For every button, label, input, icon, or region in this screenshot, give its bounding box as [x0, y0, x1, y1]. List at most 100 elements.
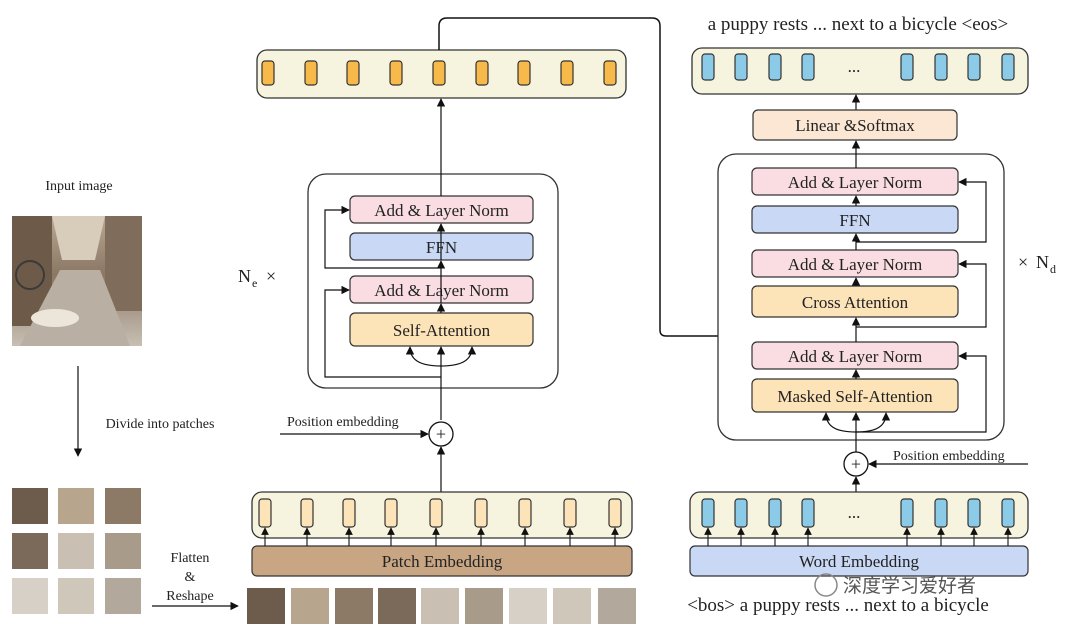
image-patch: [58, 488, 94, 524]
decoder-plus-sign: +: [851, 454, 861, 474]
decoder-output-ellipsis: ...: [848, 57, 861, 76]
flattened-patch: [421, 588, 459, 624]
decoder-output-token: [701, 53, 715, 81]
patch-embedding: Patch Embedding: [251, 545, 633, 577]
patch-embedding-label: Patch Embedding: [382, 552, 503, 571]
decoder-add-circle: [843, 451, 869, 477]
decoder-position-embedding-label: Position embedding: [893, 449, 1005, 464]
word-token-ellipsis: ...: [848, 503, 861, 522]
image-patch: [58, 533, 94, 569]
image-patch: [105, 533, 141, 569]
encoder-output-token: [346, 60, 360, 86]
encoder-add-norm-top-label: Add & Layer Norm: [374, 201, 509, 220]
divide-label: Divide into patches: [106, 417, 215, 432]
word-token: [801, 498, 815, 528]
encoder-add-norm-top: Add & Layer Norm: [349, 195, 534, 224]
patch-token: [518, 498, 532, 528]
patch-token: [563, 498, 577, 528]
flattened-patch: [553, 588, 591, 624]
encoder-internal-arrows: [324, 98, 477, 420]
decoder-repeat-n: N: [1036, 252, 1049, 272]
patch-grid: [12, 488, 141, 614]
decoder-add-norm-bottom-label: Add & Layer Norm: [788, 347, 923, 366]
input-image-label: Input image: [45, 179, 112, 194]
linear-softmax-label: Linear &Softmax: [795, 116, 915, 135]
decoder-output-token: [900, 53, 914, 81]
decoder-output-token: [934, 53, 948, 81]
watermark-text: 深度学习爱好者: [843, 575, 976, 597]
decoder-add-norm-top: Add & Layer Norm: [751, 167, 959, 196]
encoder-output-token: [560, 60, 574, 86]
decoder-output-token: [734, 53, 748, 81]
input-caption: <bos> a puppy rests ... next to a bicycl…: [687, 595, 989, 616]
word-token: [734, 498, 748, 528]
encoder-plus-sign: +: [436, 424, 446, 444]
encoder-output-token: [304, 60, 318, 86]
patch-tokens: [258, 498, 622, 528]
decoder-add-norm-top-label: Add & Layer Norm: [788, 173, 923, 192]
flattened-patch: [335, 588, 373, 624]
encoder-self-attention: Self-Attention: [349, 312, 534, 347]
linear-softmax: Linear &Softmax: [752, 109, 958, 141]
decoder-ffn-label: FFN: [839, 211, 870, 230]
encoder-self-attention-label: Self-Attention: [393, 321, 491, 340]
ampersand-label: &: [185, 570, 196, 585]
encoder-output-token: [603, 60, 617, 86]
flattened-patch: [465, 588, 503, 624]
encoder-repeat-sub: e: [252, 276, 257, 290]
encoder-repeat-times: ×: [266, 266, 276, 286]
word-token: [967, 498, 981, 528]
decoder-cross-attention: Cross Attention: [751, 285, 959, 318]
reshape-label: Reshape: [166, 589, 213, 604]
decoder-repeat-times: ×: [1018, 252, 1028, 272]
patch-token: [300, 498, 314, 528]
word-embedding: Word Embedding: [689, 545, 1029, 577]
patch-embedding-arrows: [261, 527, 619, 546]
word-token: [1001, 498, 1015, 528]
word-token: [900, 498, 914, 528]
patch-token: [258, 498, 272, 528]
encoder-output-token: [261, 60, 275, 86]
encoder-repeat-n: N: [238, 266, 251, 286]
image-patch: [58, 578, 94, 614]
word-embedding-label: Word Embedding: [799, 552, 919, 571]
word-tokens: [701, 498, 1015, 528]
word-token: [934, 498, 948, 528]
patch-token: [474, 498, 488, 528]
image-patch: [12, 533, 48, 569]
decoder-add-norm-middle-label: Add & Layer Norm: [788, 255, 923, 274]
encoder-output-tokens: [261, 60, 617, 86]
watermark-icon: [814, 573, 838, 597]
decoder-add-norm-bottom: Add & Layer Norm: [751, 341, 959, 370]
decoder-repeat-label: × N d: [1018, 252, 1056, 276]
decoder-output-token: [967, 53, 981, 81]
patch-token: [608, 498, 622, 528]
patch-token: [384, 498, 398, 528]
flatten-label: Flatten: [171, 551, 210, 566]
decoder-ffn: FFN: [751, 205, 959, 234]
word-token: [768, 498, 782, 528]
encoder-repeat-label: N e ×: [238, 266, 276, 290]
watermark: 深度学习爱好者: [814, 573, 976, 597]
decoder-output-token: [768, 53, 782, 81]
decoder-add-norm-middle: Add & Layer Norm: [751, 249, 959, 278]
patch-token: [342, 498, 356, 528]
decoder-cross-attention-label: Cross Attention: [802, 293, 909, 312]
image-patch: [12, 578, 48, 614]
word-embedding-arrows: [704, 527, 1012, 546]
decoder-internal-arrows: [821, 140, 987, 452]
flattened-patch: [509, 588, 547, 624]
image-patch: [12, 488, 48, 524]
flattened-patch: [598, 588, 636, 624]
flattened-patch: [247, 588, 285, 624]
patch-token: [429, 498, 443, 528]
encoder-add-circle: [428, 421, 454, 447]
encoder-output-token: [389, 60, 403, 86]
decoder-output-token: [1001, 53, 1015, 81]
flattened-patch-strip: [247, 588, 636, 624]
input-image: [12, 216, 142, 346]
word-token: [701, 498, 715, 528]
image-patch: [105, 578, 141, 614]
encoder-output-token: [517, 60, 531, 86]
